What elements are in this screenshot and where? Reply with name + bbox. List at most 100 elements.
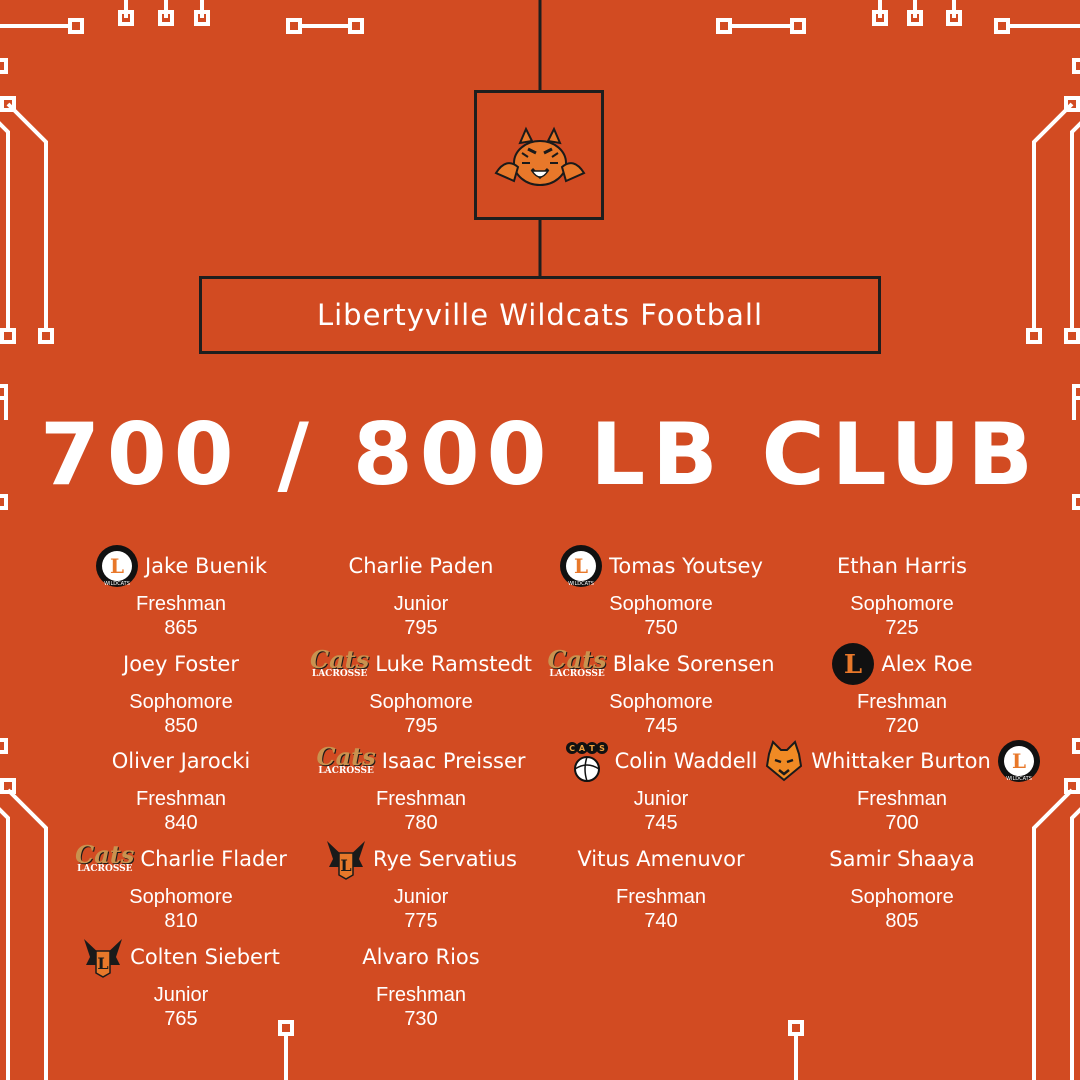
player-year: Sophomore bbox=[609, 691, 713, 713]
player-year: Freshman bbox=[135, 788, 227, 810]
svg-text:L: L bbox=[340, 856, 351, 875]
player-name: Alex Roe bbox=[881, 652, 973, 676]
wildcats-seal-icon: L WILDCATS bbox=[997, 739, 1041, 783]
svg-text:L: L bbox=[844, 650, 862, 680]
player-name: Alvaro Rios bbox=[362, 945, 480, 969]
player-name-row: Vitus Amenuvor bbox=[531, 839, 791, 879]
player-weight: 745 bbox=[644, 715, 678, 737]
svg-text:WILDCATS: WILDCATS bbox=[104, 581, 130, 587]
svg-text:S: S bbox=[599, 744, 605, 753]
wrestling-l-icon: L bbox=[831, 642, 875, 686]
player-name: Colin Waddell bbox=[614, 749, 758, 773]
player-year: Sophomore bbox=[129, 691, 233, 713]
svg-text:WILDCATS: WILDCATS bbox=[1006, 776, 1032, 782]
player-year: Freshman bbox=[615, 886, 707, 908]
svg-text:A: A bbox=[579, 744, 586, 753]
player-weight: 740 bbox=[644, 910, 678, 932]
player-name: Blake Sorensen bbox=[612, 652, 775, 676]
player-year: Junior bbox=[633, 788, 689, 810]
svg-text:L: L bbox=[574, 554, 588, 578]
player-name-row: L Rye Servatius bbox=[291, 837, 551, 881]
player-name: Samir Shaaya bbox=[829, 847, 975, 871]
player-name: Charlie Flader bbox=[140, 847, 287, 871]
player-name: Rye Servatius bbox=[373, 847, 517, 871]
player-year: Freshman bbox=[375, 788, 467, 810]
player-name: Jake Buenik bbox=[144, 554, 267, 578]
player-name-row: Alvaro Rios bbox=[291, 937, 551, 977]
winged-l-icon: L bbox=[82, 935, 124, 979]
player-year: Junior bbox=[393, 593, 449, 615]
player-name: Whittaker Burton bbox=[811, 749, 991, 773]
player-name-row: Oliver Jarocki bbox=[51, 741, 311, 781]
club-title: 700 / 800 LB CLUB bbox=[40, 405, 1040, 505]
player-weight: 750 bbox=[644, 617, 678, 639]
wildcats-seal-icon: L WILDCATS bbox=[95, 544, 139, 588]
player-year: Sophomore bbox=[129, 886, 233, 908]
team-logo-frame bbox=[474, 90, 604, 220]
player-name-row: Charlie Paden bbox=[291, 546, 551, 586]
svg-text:L: L bbox=[110, 554, 124, 578]
player-year: Sophomore bbox=[369, 691, 473, 713]
player-name-row: L WILDCATS Jake Buenik bbox=[51, 544, 311, 588]
player-year: Freshman bbox=[375, 984, 467, 1006]
player-name: Oliver Jarocki bbox=[111, 749, 251, 773]
player-name: Joey Foster bbox=[123, 652, 239, 676]
team-name-banner: Libertyville Wildcats Football bbox=[199, 276, 881, 354]
player-year: Junior bbox=[153, 984, 209, 1006]
winged-l-icon: L bbox=[325, 837, 367, 881]
wildcat-head-icon bbox=[763, 740, 805, 782]
player-weight: 700 bbox=[885, 812, 919, 834]
player-year: Sophomore bbox=[850, 886, 954, 908]
wildcats-seal-icon: L WILDCATS bbox=[559, 544, 603, 588]
player-name: Colten Siebert bbox=[130, 945, 280, 969]
player-weight: 780 bbox=[404, 812, 438, 834]
player-weight: 725 bbox=[885, 617, 919, 639]
player-year: Freshman bbox=[856, 691, 948, 713]
player-weight: 765 bbox=[164, 1008, 198, 1030]
player-weight: 795 bbox=[404, 715, 438, 737]
player-year: Freshman bbox=[856, 788, 948, 810]
player-name: Tomas Youtsey bbox=[609, 554, 763, 578]
player-year: Junior bbox=[393, 886, 449, 908]
player-name-row: Samir Shaaya bbox=[772, 839, 1032, 879]
player-weight: 810 bbox=[164, 910, 198, 932]
player-name-row: L WILDCATS Tomas Youtsey bbox=[531, 544, 791, 588]
svg-text:WILDCATS: WILDCATS bbox=[568, 581, 594, 587]
player-name-row: Ethan Harris bbox=[772, 546, 1032, 586]
player-weight: 720 bbox=[885, 715, 919, 737]
player-weight: 850 bbox=[164, 715, 198, 737]
player-weight: 805 bbox=[885, 910, 919, 932]
svg-text:L: L bbox=[1012, 749, 1026, 773]
player-name: Isaac Preisser bbox=[381, 749, 526, 773]
svg-text:T: T bbox=[589, 744, 595, 753]
player-year: Sophomore bbox=[850, 593, 954, 615]
svg-text:C: C bbox=[569, 744, 575, 753]
player-year: Freshman bbox=[135, 593, 227, 615]
player-weight: 865 bbox=[164, 617, 198, 639]
